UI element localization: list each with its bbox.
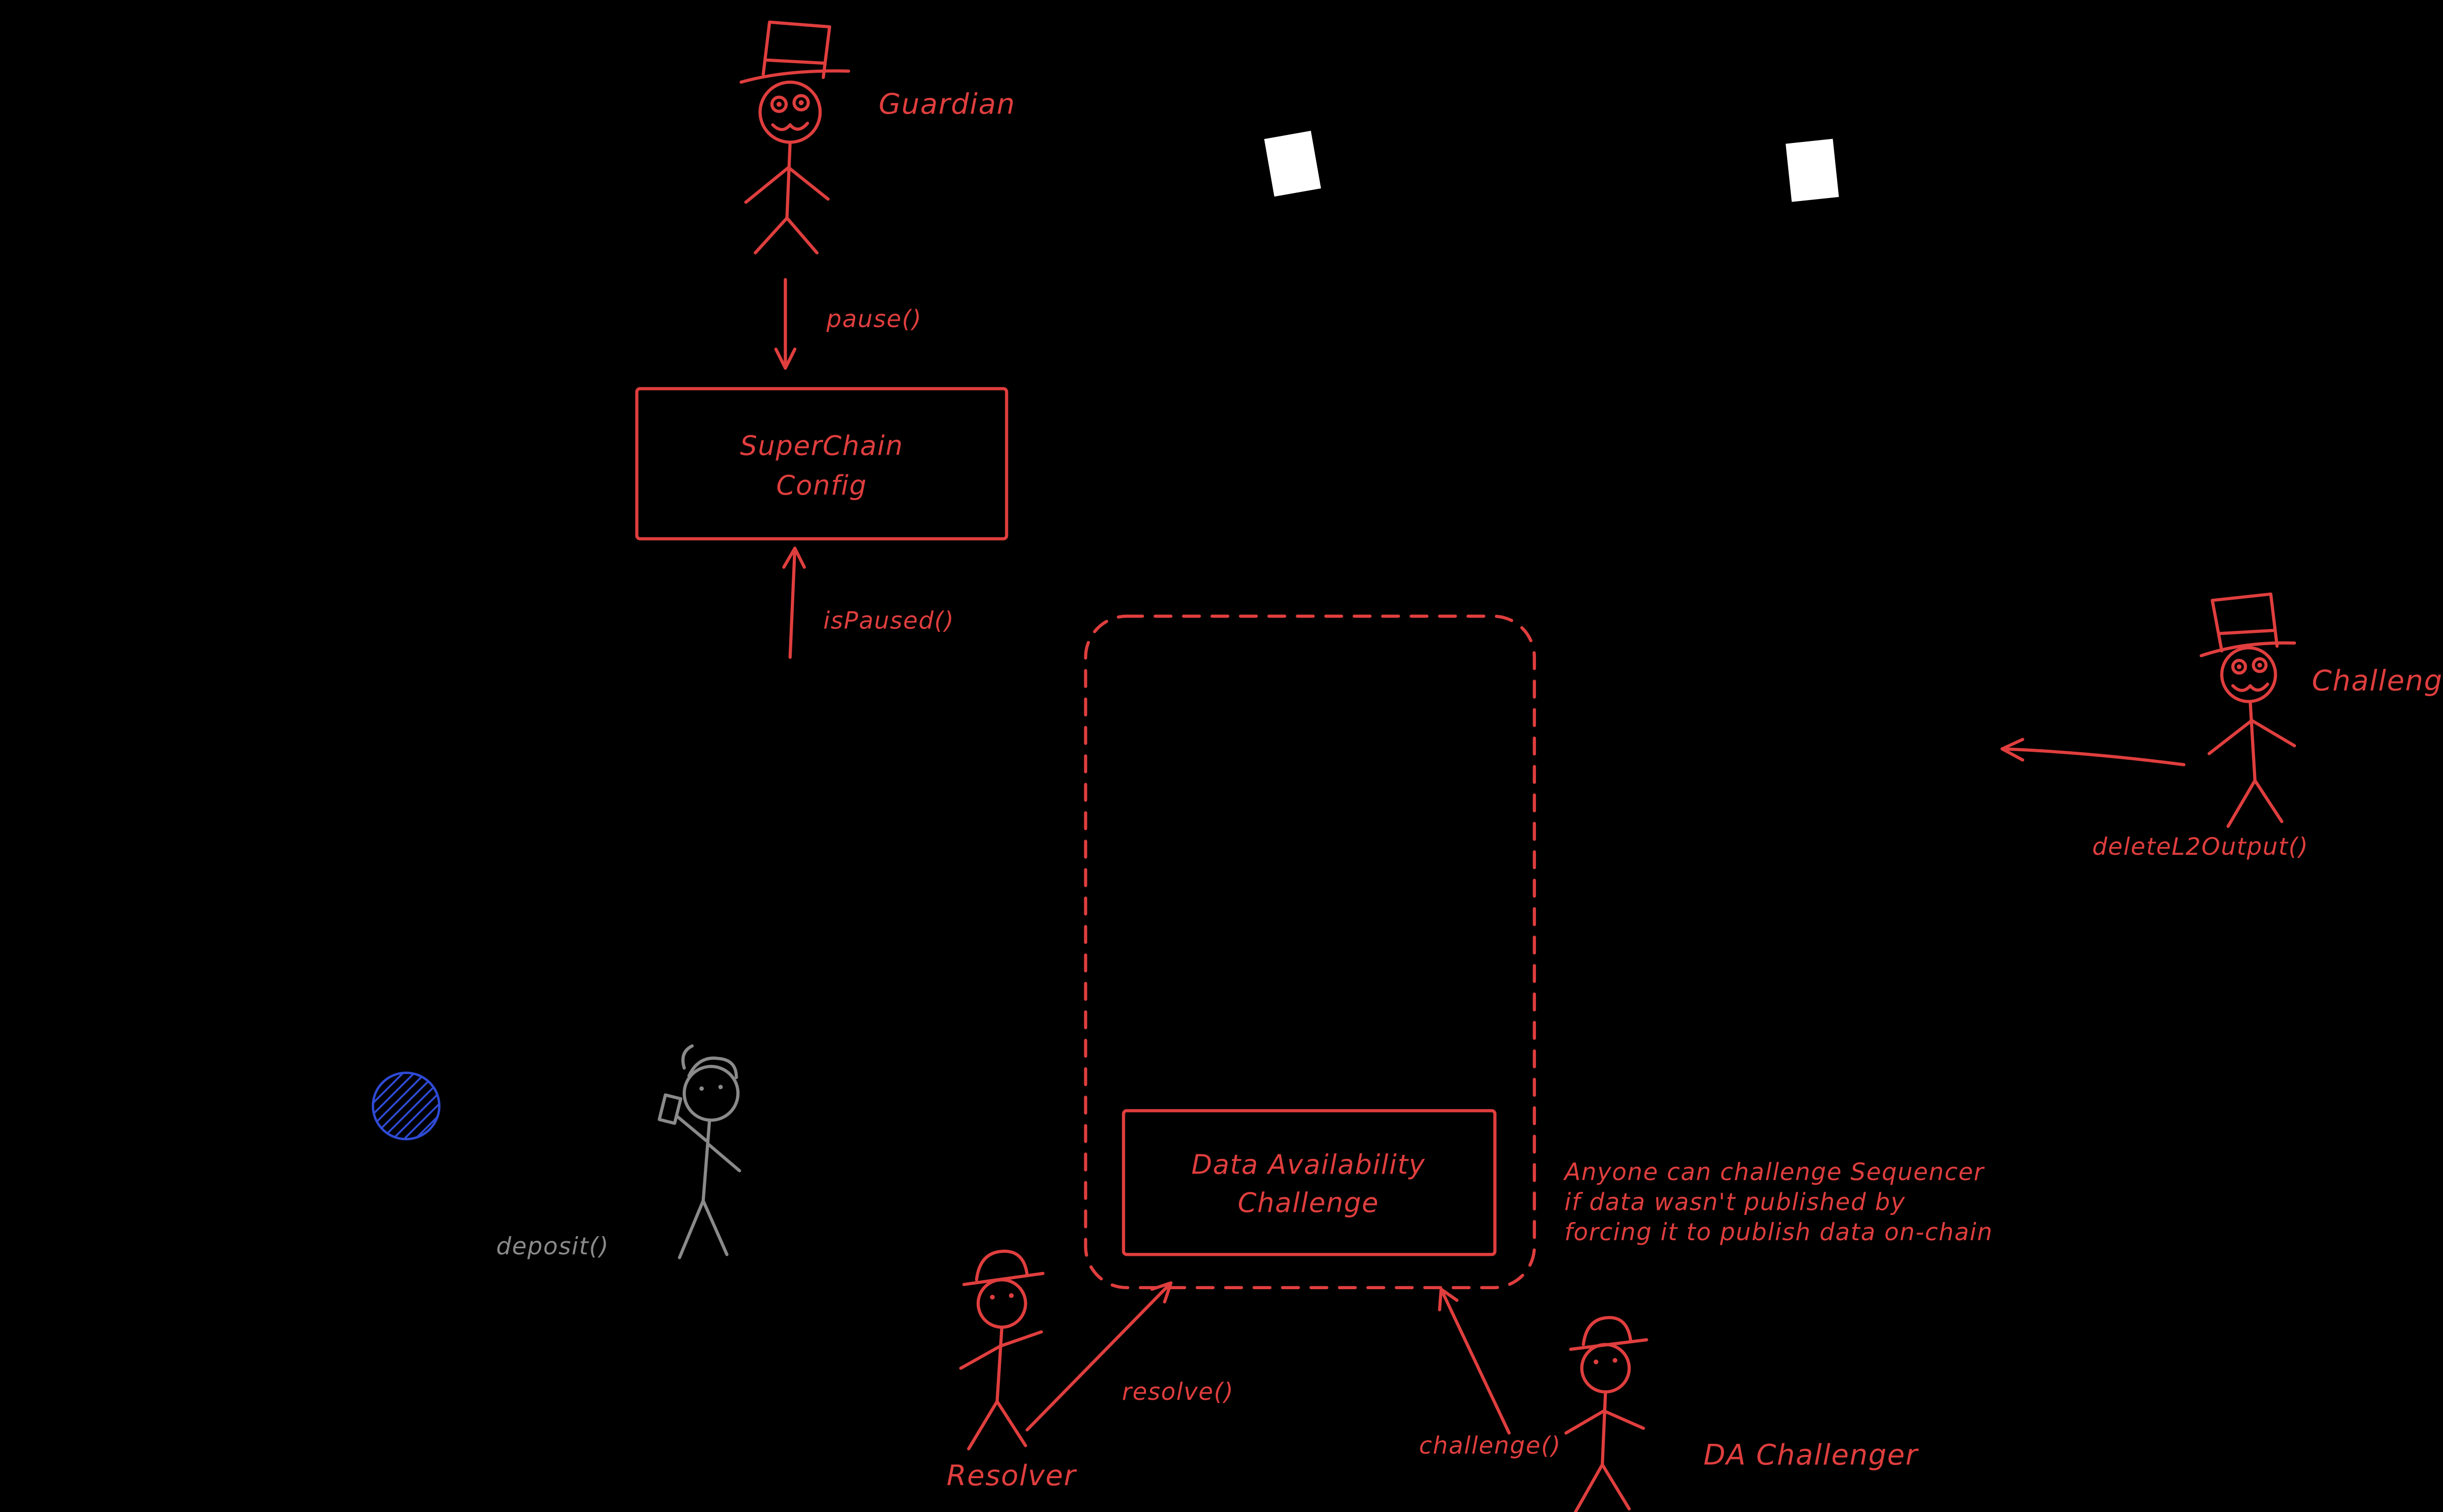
pause-arrow — [774, 278, 797, 370]
white-card-icon-2 — [1785, 138, 1839, 202]
challenge-label: challenge() — [1419, 1432, 1561, 1459]
resolve-label: resolve() — [1122, 1378, 1234, 1406]
ispaused-label: isPaused() — [823, 607, 954, 635]
white-card-icon-1 — [1264, 130, 1321, 197]
guardian-figure — [739, 20, 850, 255]
superchain-config-box — [635, 387, 1009, 541]
guardian-label: Guardian — [879, 88, 1016, 121]
challenger-figure — [2199, 592, 2296, 828]
annotation-line3: forcing it to publish data on-chain — [1564, 1218, 1993, 1246]
challenger-label: Challenger — [2312, 665, 2443, 698]
da-challenge-line2: Challenge — [1238, 1187, 1379, 1218]
challenge-arrow — [1438, 1287, 1511, 1435]
annotation-line1: Anyone can challenge Sequencer — [1563, 1158, 1985, 1186]
depositor-figure — [657, 1044, 741, 1259]
resolver-figure — [959, 1249, 1045, 1451]
delete-l2-output-arrow — [2000, 738, 2186, 766]
da-challenger-label: DA Challenger — [1703, 1439, 1919, 1472]
annotation-line2: if data wasn't published by — [1564, 1189, 1905, 1216]
resolve-arrow — [1025, 1281, 1173, 1432]
superchain-config-line2: Config — [776, 470, 867, 501]
resolver-label: Resolver — [946, 1459, 1077, 1492]
deposit-label: deposit() — [496, 1233, 609, 1260]
da-challenge-line1: Data Availability — [1191, 1149, 1425, 1181]
da-challenge-box — [1122, 1109, 1497, 1256]
ispaused-arrow — [782, 547, 806, 659]
da-challenge-dashed-region — [1084, 614, 1536, 1290]
superchain-config-line1: SuperChain — [740, 430, 903, 462]
da-challenger-figure — [1564, 1316, 1648, 1512]
pause-label: pause() — [826, 305, 922, 333]
delete-l2-output-label: deleteL2Output() — [2092, 833, 2309, 861]
eth-token-icon — [371, 1071, 441, 1141]
